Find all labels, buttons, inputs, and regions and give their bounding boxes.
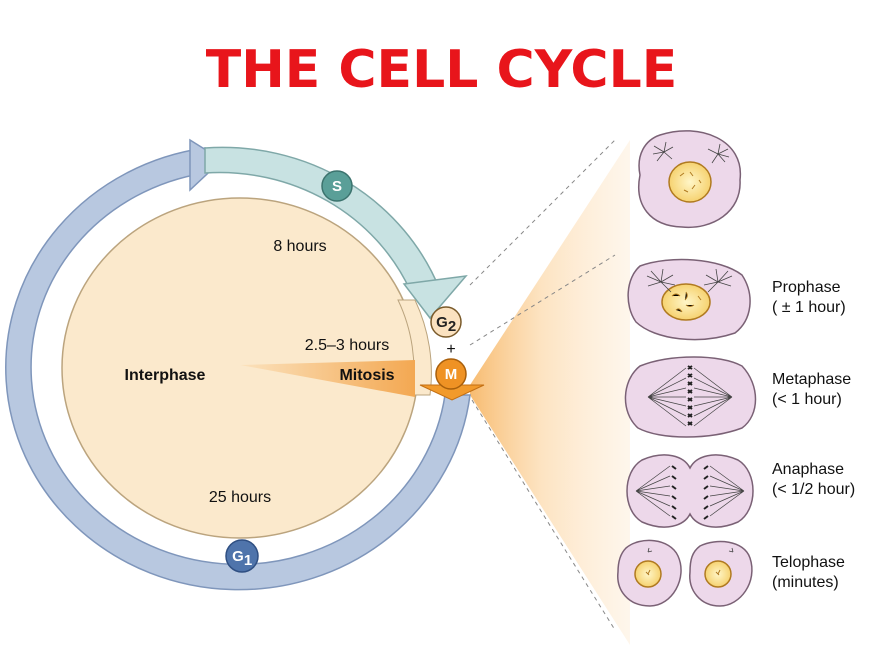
s-phase-badge bbox=[321, 170, 353, 202]
mitosis-label: Mitosis bbox=[339, 367, 394, 384]
g2-duration-label: 2.5–3 hours bbox=[305, 337, 390, 354]
metaphase-cell-illustration bbox=[624, 356, 757, 438]
mitosis-wedge bbox=[240, 360, 415, 397]
m-phase-badge bbox=[435, 358, 467, 390]
interphase-cell-illustration bbox=[638, 130, 741, 229]
s-phase-label: S bbox=[332, 178, 342, 195]
anaphase-name: Anaphase bbox=[772, 461, 844, 478]
metaphase-name: Metaphase bbox=[772, 371, 851, 388]
g2-phase-badge bbox=[430, 306, 462, 338]
prophase-duration: ( ± 1 hour) bbox=[772, 299, 846, 316]
g1-phase-ring bbox=[5, 147, 471, 591]
prophase-name: Prophase bbox=[772, 279, 841, 296]
fan-dashed-line-low bbox=[471, 399, 616, 631]
g1-phase-badge bbox=[225, 539, 259, 573]
s-duration-label: 8 hours bbox=[273, 238, 326, 255]
g2-phase-subscript: 2 bbox=[448, 318, 456, 335]
fan-dashed-line-top bbox=[469, 139, 616, 286]
metaphase-duration: (< 1 hour) bbox=[772, 391, 842, 408]
anaphase-cell-illustration bbox=[626, 454, 754, 528]
g2-phase-label: G bbox=[436, 314, 448, 331]
m-phase-label: M bbox=[445, 366, 458, 383]
mitosis-expansion-fan bbox=[470, 140, 630, 645]
anaphase-duration: (< 1/2 hour) bbox=[772, 481, 855, 498]
g2-plus-sign: + bbox=[446, 341, 455, 358]
telophase-name: Telophase bbox=[772, 554, 845, 571]
telophase-cells-illustration bbox=[617, 539, 753, 607]
s-arrow-head bbox=[402, 275, 468, 320]
page-title: THE CELL CYCLE bbox=[205, 40, 678, 100]
g1-phase-label: G bbox=[232, 548, 244, 565]
interphase-label: Interphase bbox=[125, 367, 206, 384]
telophase-duration: (minutes) bbox=[772, 574, 839, 591]
g1-duration-label: 25 hours bbox=[209, 489, 271, 506]
prophase-cell-illustration bbox=[627, 258, 751, 341]
g1-phase-subscript: 1 bbox=[244, 552, 252, 569]
